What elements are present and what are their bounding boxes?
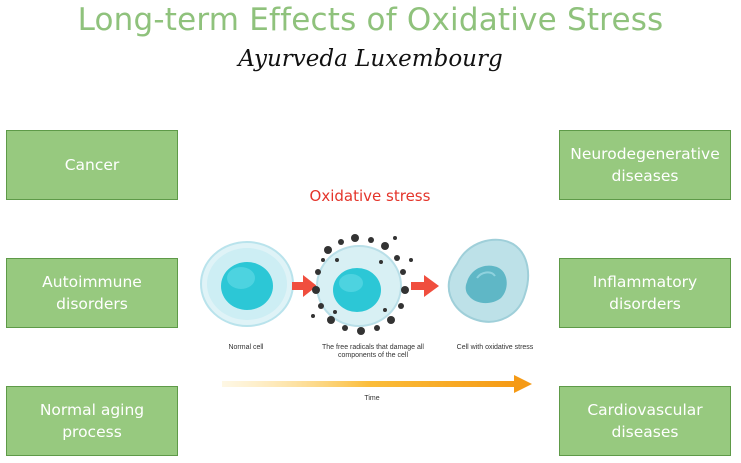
box-cardiovascular-diseases: Cardiovascular diseases bbox=[559, 386, 731, 456]
box-autoimmune-disorders: Autoimmune disorders bbox=[6, 258, 178, 328]
free-radicals-caption: The free radicals that damage all compon… bbox=[322, 344, 424, 359]
box-neurodegenerative-diseases: Neurodegenerative diseases bbox=[559, 130, 731, 200]
box-cancer: Cancer bbox=[6, 130, 178, 200]
normal-cell-caption: Normal cell bbox=[228, 344, 264, 351]
arrow-right-icon bbox=[292, 275, 317, 297]
page-title: Long-term Effects of Oxidative Stress bbox=[77, 2, 664, 38]
normal-cell-icon bbox=[200, 241, 294, 327]
stressed-cell-caption: Cell with oxidative stress bbox=[456, 344, 534, 351]
arrow-right-icon bbox=[411, 275, 439, 297]
stressed-cell-icon bbox=[447, 238, 530, 323]
time-label: Time bbox=[364, 395, 380, 402]
box-inflammatory-disorders: Inflammatory disorders bbox=[559, 258, 731, 328]
free-radicals-icon bbox=[311, 234, 413, 335]
oxidative-stress-illustration bbox=[200, 234, 530, 335]
page-subtitle: Ayurveda Luxembourg bbox=[238, 46, 503, 72]
damaged-cell-icon bbox=[316, 245, 402, 327]
box-normal-aging-process: Normal aging process bbox=[6, 386, 178, 456]
oxidative-stress-title: Oxidative stress bbox=[309, 187, 431, 205]
time-arrow-icon bbox=[222, 375, 532, 393]
